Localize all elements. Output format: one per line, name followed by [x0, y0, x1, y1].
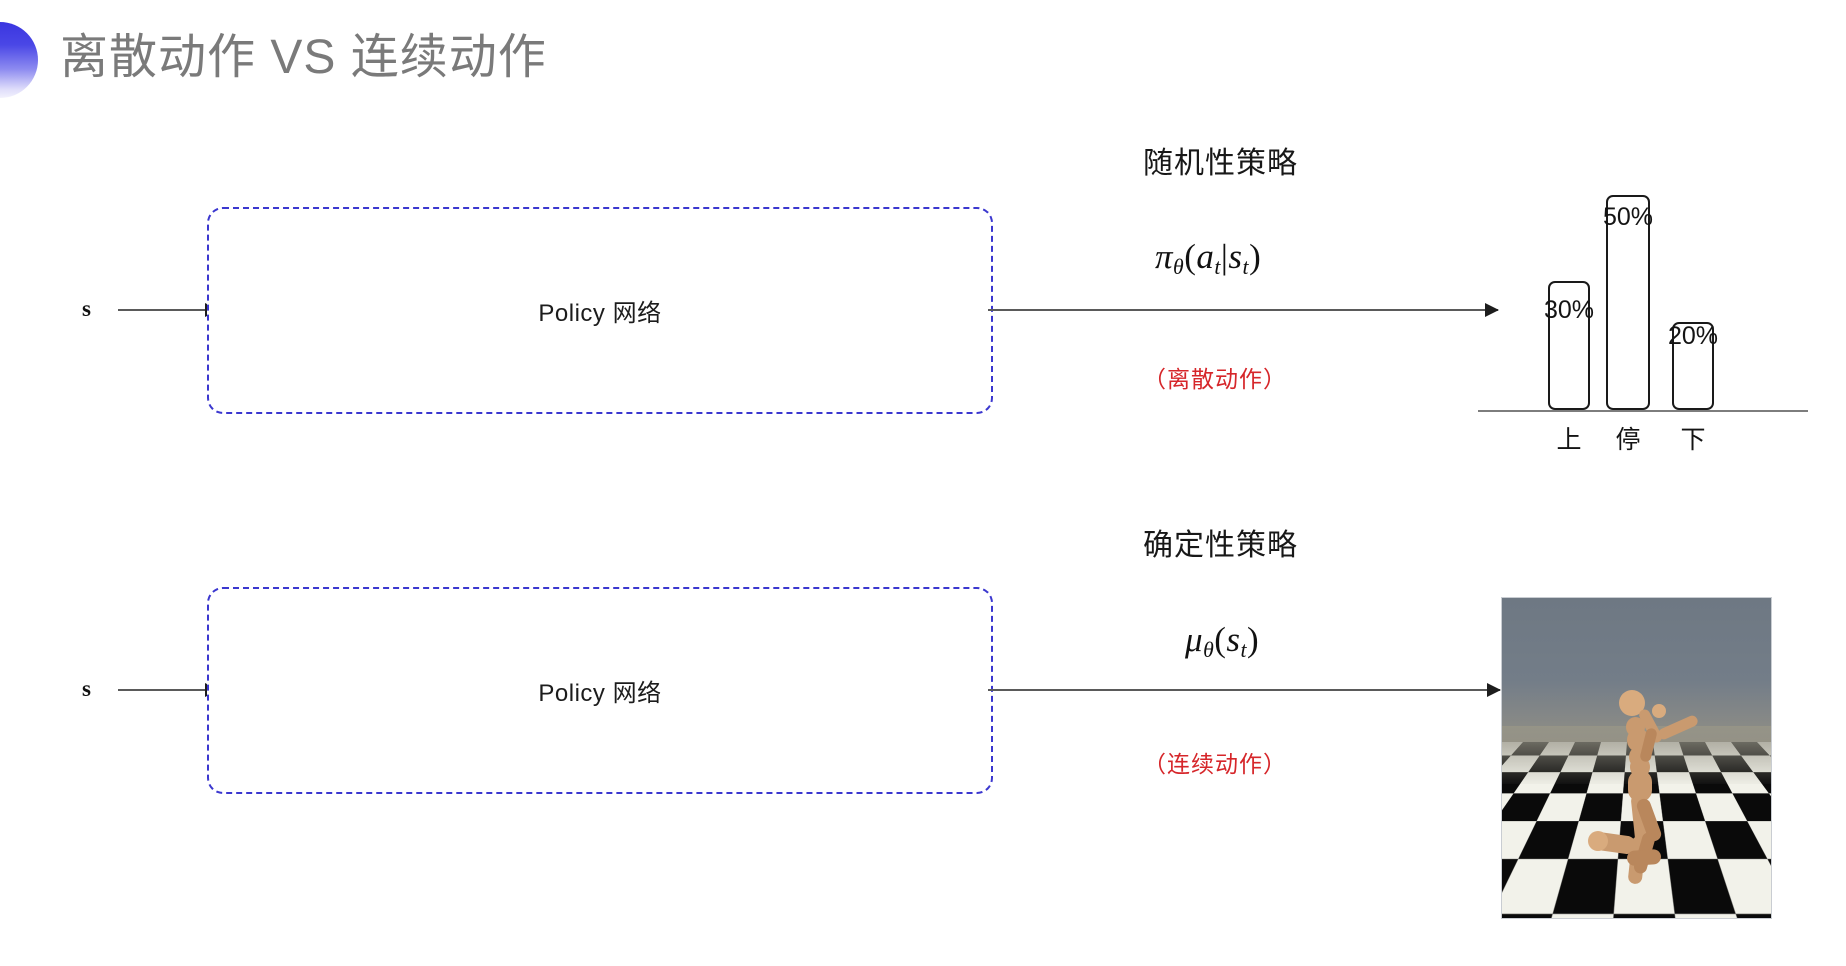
formula2-paren-close: ) [1247, 620, 1260, 659]
chart-baseline-axis [1478, 410, 1808, 412]
bar-value-down: 20% [1667, 322, 1719, 350]
formula2-arg-sub-t: t [1240, 638, 1248, 663]
humanoid-foot-right [1626, 848, 1662, 867]
bar-value-up: 30% [1543, 296, 1595, 324]
state-input-label-row1: s [82, 296, 91, 321]
output-arrow-row2 [988, 689, 1500, 691]
bar-stop [1606, 195, 1650, 410]
formula-sub-theta: θ [1173, 255, 1185, 280]
action-probability-bar-chart: 30% 50% 20% 上 停 下 [1478, 100, 1808, 460]
stochastic-policy-title: 随机性策略 [1143, 147, 1298, 180]
bar-value-stop: 50% [1602, 203, 1654, 231]
output-arrow-row1 [988, 309, 1498, 311]
title-decoration-circle-icon [0, 22, 38, 98]
input-arrow-row2 [118, 689, 218, 691]
policy-network-box-row2[interactable]: Policy 网络 [207, 587, 993, 794]
deterministic-policy-formula: μθ(st) [1185, 620, 1259, 663]
bar-up [1548, 281, 1590, 410]
bar-category-down: 下 [1680, 426, 1706, 454]
formula-cond-sub-t: t [1242, 255, 1250, 280]
bar-category-stop: 停 [1615, 426, 1641, 454]
formula-pipe: | [1220, 237, 1229, 276]
formula2-arg-s: s [1226, 620, 1241, 659]
formula-fn-pi: π [1155, 237, 1174, 276]
discrete-action-note: （离散动作） [1143, 366, 1287, 392]
formula-paren-open: ( [1184, 237, 1197, 276]
formula-paren-close: ) [1249, 237, 1262, 276]
formula2-sub-theta: θ [1203, 638, 1215, 663]
continuous-action-note: （连续动作） [1143, 751, 1287, 777]
formula-arg-a: a [1196, 237, 1215, 276]
formula2-fn-mu: μ [1185, 620, 1204, 659]
page-title: 离散动作 VS 连续动作 [60, 31, 547, 84]
policy-network-box-row1[interactable]: Policy 网络 [207, 207, 993, 414]
bar-down [1672, 322, 1714, 410]
formula-arg-sub-t: t [1214, 255, 1221, 280]
state-input-label-row2: s [82, 676, 91, 701]
humanoid-hand-right [1652, 704, 1666, 718]
humanoid-simulation-image [1501, 597, 1772, 919]
policy-network-label-row2: Policy 网络 [538, 680, 662, 707]
deterministic-policy-title: 确定性策略 [1143, 529, 1298, 562]
formula-cond-s: s [1228, 237, 1243, 276]
bar-category-up: 上 [1556, 426, 1582, 454]
formula2-paren-open: ( [1214, 620, 1227, 659]
stochastic-policy-formula: πθ(at|st) [1155, 237, 1261, 280]
input-arrow-row1 [118, 309, 218, 311]
policy-network-label-row1: Policy 网络 [538, 300, 662, 327]
humanoid-knee-left [1588, 831, 1608, 851]
